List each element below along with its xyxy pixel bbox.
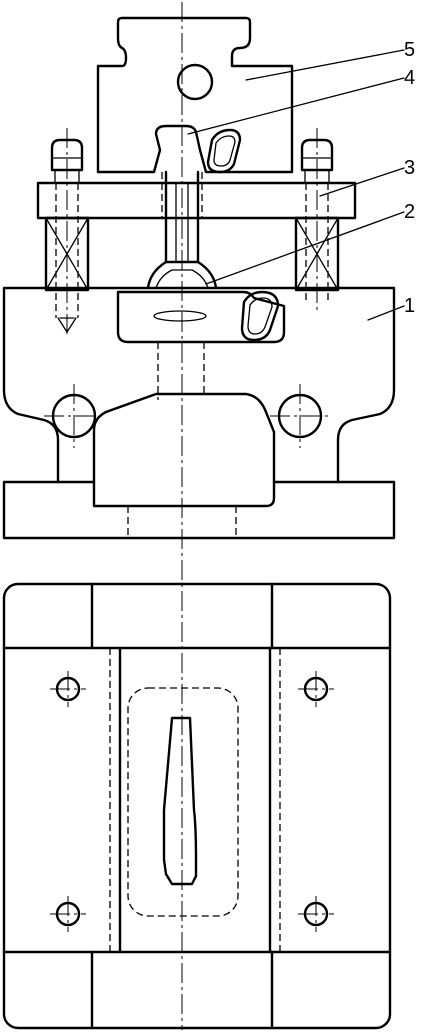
callout-3: 3 bbox=[404, 157, 415, 179]
front-view bbox=[2, 16, 405, 540]
lower-die-part-1 bbox=[2, 286, 396, 540]
plan-view bbox=[2, 582, 392, 1030]
punch-part-4 bbox=[161, 170, 203, 264]
callout-1: 1 bbox=[404, 295, 415, 317]
punch-plate-part-3 bbox=[36, 128, 357, 338]
callout-2: 2 bbox=[404, 201, 415, 223]
upper-die-part-5 bbox=[96, 16, 294, 174]
callout-4: 4 bbox=[404, 67, 415, 89]
callout-leaders bbox=[187, 49, 405, 321]
callout-5: 5 bbox=[404, 39, 415, 61]
